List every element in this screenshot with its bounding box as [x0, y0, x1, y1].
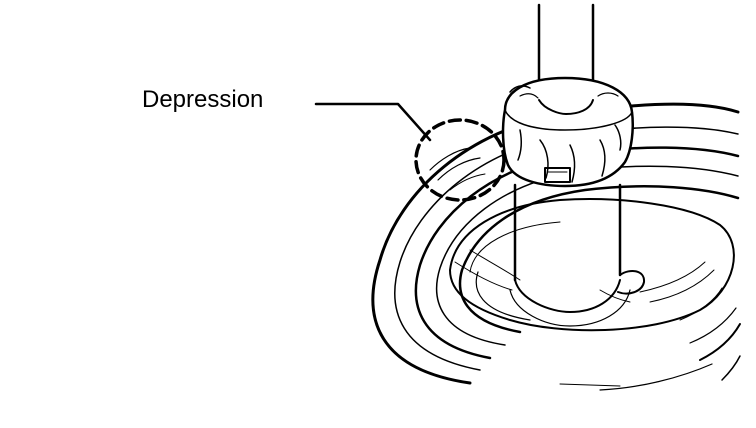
shock-cylinder — [509, 183, 645, 327]
depression-label: Depression — [142, 86, 264, 113]
bump-stopper — [501, 76, 634, 188]
depression-highlight-circle — [414, 118, 506, 202]
callout-leader — [314, 102, 432, 142]
